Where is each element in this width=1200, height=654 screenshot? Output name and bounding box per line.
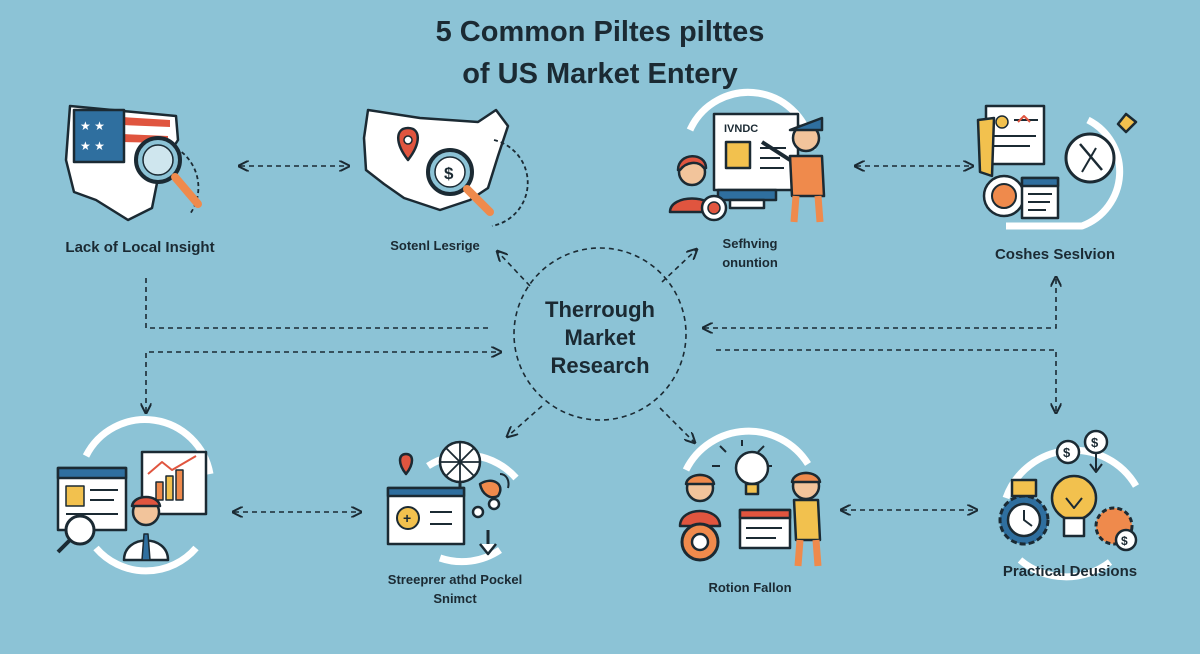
arrow-right-lower <box>716 349 1056 412</box>
svg-text:$: $ <box>1063 445 1071 460</box>
center-line-3: Research <box>550 353 650 378</box>
arrow-center-to-top-right <box>661 250 696 283</box>
us-map-pin-dollar-icon: $ <box>362 108 529 227</box>
arrow-center-to-bottom-left <box>508 405 543 436</box>
documents-clock-icon <box>976 104 1138 230</box>
diagram-title-line-2: of US Market Entery <box>462 58 738 90</box>
diagram-title-line-1: 5 Common Piltes pilttes <box>435 16 765 48</box>
center-node-label: Therrough Market Research <box>510 296 690 380</box>
us-flag-magnifier-icon: ★ ★ ★ ★ <box>64 104 202 222</box>
svg-text:$: $ <box>444 164 454 183</box>
svg-text:$: $ <box>1121 534 1128 548</box>
arrow-center-to-top-left <box>498 252 531 287</box>
node-label-sefhving-onuntion: Sefhving onuntion <box>680 234 820 272</box>
arrow-right-upper <box>704 278 1056 328</box>
node-label-lack-of-local-insight: Lack of Local Insight <box>65 239 215 256</box>
node-label-line: Sefhving <box>722 236 778 251</box>
arrow-left-lower <box>146 352 500 412</box>
wheel-checklist-icon: + <box>386 440 519 566</box>
presentation-board-icon: IVNDC <box>668 88 826 223</box>
node-label-coshes-seslvion: Coshes Seslvion <box>994 246 1116 263</box>
lightbulb-gears-dollar-icon: $ $ $ <box>998 429 1140 581</box>
node-label-sotenl-lesrige: Sotenl Lesrige <box>390 238 480 253</box>
svg-text:$: $ <box>1091 435 1099 450</box>
arrow-center-to-bottom-right <box>659 407 694 442</box>
center-dashed-circle <box>513 247 687 421</box>
svg-text:+: + <box>403 510 411 526</box>
svg-text:IVNDC: IVNDC <box>724 123 758 135</box>
node-label-line: Snimct <box>433 591 477 606</box>
svg-text:★ ★: ★ ★ <box>80 139 105 153</box>
node-label-rotion-fallon: Rotion Fallon <box>708 580 792 595</box>
line-left-upper <box>145 278 488 329</box>
team-lightbulb-icon <box>678 427 822 567</box>
svg-text:★ ★: ★ ★ <box>80 119 105 133</box>
center-line-1: Therrough <box>545 297 655 322</box>
connectors <box>146 166 1056 512</box>
node-label-practical-deusions: Practical Deusions <box>1002 563 1138 580</box>
center-line-2: Market <box>564 325 636 350</box>
node-label-line: Streeprer athd Pockel <box>387 572 523 587</box>
browser-chart-person-icon <box>56 416 214 575</box>
node-label-line: onuntion <box>722 255 778 270</box>
node-label-streeprer-athd-pockel: Streeprer athd Pockel Snimct <box>360 570 550 608</box>
